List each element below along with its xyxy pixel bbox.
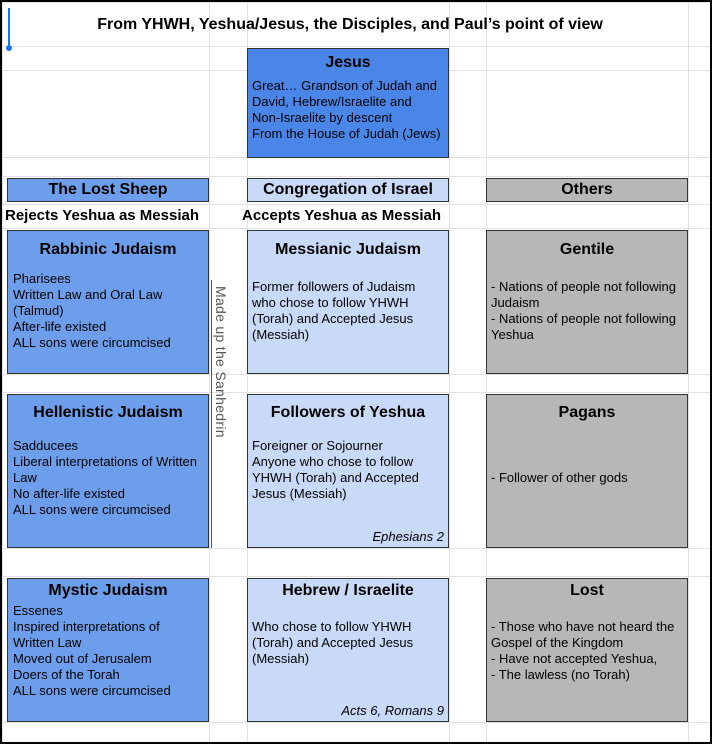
card-header: Pagans: [558, 404, 616, 421]
jesus-line: Great… Grandson of Judah and: [252, 78, 438, 93]
jesus-line: From the House of Judah (Jews): [252, 126, 441, 141]
card-pagans: Pagans - Follower of other gods: [486, 394, 688, 548]
card-body: Essenes Inspired interpretations of Writ…: [8, 600, 208, 699]
card-header: Followers of Yeshua: [270, 404, 426, 421]
card-body: Pharisees Written Law and Oral Law (Talm…: [8, 259, 208, 351]
jesus-line: Non-Israelite by descent: [252, 110, 393, 125]
card-line: Anyone who chose to follow: [252, 454, 414, 469]
card-mystic-judaism: Mystic Judaism Essenes Inspired interpre…: [7, 578, 209, 722]
card-line: - Follower of other gods: [491, 470, 628, 485]
subheader-rejects: Rejects Yeshua as Messiah: [5, 207, 200, 224]
card-body: Sadducees Liberal interpretations of Wri…: [8, 422, 208, 518]
card-line: Pharisees: [13, 271, 71, 286]
card-line: - Have not accepted Yeshua,: [491, 651, 658, 666]
card-line: Foreigner or Sojourner: [252, 438, 383, 453]
card-line: Doers of the Torah: [13, 667, 120, 682]
card-header: Gentile: [559, 241, 615, 258]
card-header: Mystic Judaism: [48, 582, 168, 599]
card-line: Liberal interpretations of Written: [13, 454, 198, 469]
card-body: - Follower of other gods: [487, 422, 687, 486]
card-body: Who chose to follow YHWH (Torah) and Acc…: [248, 600, 448, 667]
card-rabbinic-judaism: Rabbinic Judaism Pharisees Written Law a…: [7, 230, 209, 374]
card-line: ALL sons were circumcised: [13, 502, 171, 517]
card-line: Sadducees: [13, 438, 79, 453]
card-messianic-judaism: Messianic Judaism Former followers of Ju…: [247, 230, 449, 374]
card-line: who chose to follow YHWH: [252, 295, 409, 310]
jesus-box: Jesus Great… Grandson of Judah and David…: [247, 48, 449, 158]
card-line: (Torah) and Accepted Jesus: [252, 311, 414, 326]
card-line: - Those who have not heard the: [491, 619, 675, 634]
card-line: Moved out of Jerusalem: [13, 651, 152, 666]
scripture-reference: Acts 6, Romans 9: [341, 703, 444, 718]
card-header: Hellenistic Judaism: [33, 404, 183, 421]
subheader-accepts: Accepts Yeshua as Messiah: [242, 207, 441, 224]
card-header: Hebrew / Israelite: [282, 582, 414, 599]
card-line: Jesus (Messiah): [252, 486, 347, 501]
card-header: Rabbinic Judaism: [39, 241, 177, 258]
selection-handle[interactable]: [6, 45, 12, 51]
card-header: Lost: [570, 582, 604, 599]
page-title: From YHWH, Yeshua/Jesus, the Disciples, …: [97, 16, 603, 33]
card-line: (Talmud): [13, 303, 64, 318]
card-lost: Lost - Those who have not heard the Gosp…: [486, 578, 688, 722]
card-line: (Torah) and Accepted Jesus: [252, 635, 414, 650]
card-line: ALL sons were circumcised: [13, 683, 171, 698]
card-line: (Messiah): [252, 327, 310, 342]
jesus-body: Great… Grandson of Judah and David, Hebr…: [248, 72, 448, 142]
card-line: YHWH (Torah) and Accepted: [252, 470, 419, 485]
card-line: No after-life existed: [13, 486, 125, 501]
column-header-others: Others: [486, 178, 688, 202]
card-line: Written Law: [13, 635, 82, 650]
jesus-line: David, Hebrew/Israelite and: [252, 94, 412, 109]
card-line: Law: [13, 470, 37, 485]
card-body: Foreigner or Sojourner Anyone who chose …: [248, 422, 448, 502]
card-line: - Nations of people not following: [491, 279, 677, 294]
card-line: Former followers of Judaism: [252, 279, 416, 294]
side-label-line: [211, 280, 212, 548]
card-line: Inspired interpretations of: [13, 619, 160, 634]
card-line: Gospel of the Kingdom: [491, 635, 624, 650]
card-line: Written Law and Oral Law: [13, 287, 163, 302]
card-line: Who chose to follow YHWH: [252, 619, 412, 634]
card-line: Yeshua: [491, 327, 534, 342]
column-header-lost-sheep: The Lost Sheep: [7, 178, 209, 202]
scripture-reference: Ephesians 2: [372, 529, 444, 544]
card-line: Essenes: [13, 603, 63, 618]
card-hebrew-israelite: Hebrew / Israelite Who chose to follow Y…: [247, 578, 449, 722]
cell-cursor: [8, 8, 10, 48]
column-header-congregation: Congregation of Israel: [247, 178, 449, 202]
card-line: ALL sons were circumcised: [13, 335, 171, 350]
card-body: Former followers of Judaism who chose to…: [248, 259, 448, 343]
card-line: - The lawless (no Torah): [491, 667, 630, 682]
card-line: (Messiah): [252, 651, 310, 666]
card-hellenistic-judaism: Hellenistic Judaism Sadducees Liberal in…: [7, 394, 209, 548]
card-line: After-life existed: [13, 319, 107, 334]
card-header: Messianic Judaism: [275, 241, 421, 258]
side-label: Made up the Sanhedrin: [213, 286, 229, 438]
card-followers-of-yeshua: Followers of Yeshua Foreigner or Sojourn…: [247, 394, 449, 548]
card-body: - Nations of people not following Judais…: [487, 259, 687, 343]
card-line: - Nations of people not following: [491, 311, 677, 326]
card-gentile: Gentile - Nations of people not followin…: [486, 230, 688, 374]
card-line: Judaism: [491, 295, 540, 310]
jesus-header: Jesus: [325, 54, 371, 71]
card-body: - Those who have not heard the Gospel of…: [487, 600, 687, 683]
